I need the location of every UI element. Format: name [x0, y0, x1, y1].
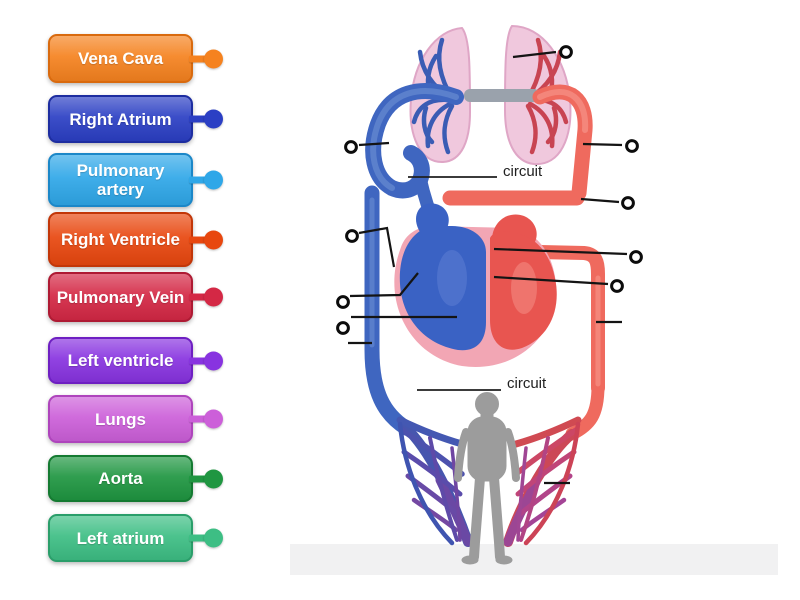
leader-lungs — [512, 50, 557, 59]
label-connector — [189, 415, 206, 423]
label-left-ventricle[interactable]: Left ventricle — [48, 337, 223, 384]
leader-right-atrium — [349, 272, 419, 298]
label-connector-dot — [204, 351, 223, 370]
silhouette-torso — [467, 416, 507, 482]
leader-left-atrium — [493, 247, 628, 256]
body-capillary-fans — [396, 416, 582, 547]
label-text: Pulmonary Vein — [56, 287, 185, 307]
label-connector-dot — [204, 49, 223, 68]
label-vena-cava[interactable]: Vena Cava — [48, 34, 223, 83]
drop-zone-right-atrium[interactable] — [336, 295, 350, 309]
right-capillary-fan — [503, 416, 582, 547]
leader-pulmonary-artery — [358, 141, 390, 147]
label-text: Pulmonary artery — [76, 161, 165, 199]
label-connector — [189, 115, 206, 123]
drop-zone-pulmonary-vein[interactable] — [621, 196, 635, 210]
right-atrium-bump — [415, 203, 449, 232]
silhouette-right-foot — [495, 555, 513, 565]
label-connector — [189, 176, 206, 184]
label-text: Lungs — [95, 409, 146, 429]
silhouette-left-leg — [469, 473, 485, 562]
label-left-atrium[interactable]: Left atrium — [48, 514, 223, 562]
label-right-atrium[interactable]: Right Atrium — [48, 95, 223, 143]
label-text: Aorta — [98, 469, 143, 488]
leader-left-ventricle — [493, 275, 609, 286]
label-lungs[interactable]: Lungs — [48, 395, 223, 443]
vein-highlight — [370, 88, 459, 191]
label-aorta[interactable]: Aorta — [48, 455, 223, 502]
label-connector — [189, 475, 206, 482]
label-text: Vena Cava — [77, 49, 164, 68]
label-text: Right Ventricle — [60, 230, 181, 249]
diagram-floor-band — [290, 544, 778, 575]
silhouette-left-foot — [461, 555, 479, 565]
leader-lines — [348, 50, 628, 485]
artery-highlight — [537, 89, 589, 133]
label-connector-dot — [204, 528, 223, 548]
leader-pulmonary-vein — [580, 197, 620, 204]
leader-aorta-upper — [582, 142, 623, 147]
heart-illustration — [394, 203, 557, 367]
silhouette-right-leg — [489, 473, 505, 562]
leader-vena-cava — [358, 226, 396, 268]
label-connector — [189, 236, 206, 243]
drop-zone-lungs[interactable] — [559, 45, 573, 59]
label-connector — [189, 55, 206, 62]
right-heart-highlight — [437, 250, 467, 306]
human-silhouette — [454, 392, 520, 565]
label-connector-dot — [204, 409, 223, 429]
label-connector-dot — [204, 109, 223, 129]
label-right-ventricle[interactable]: Right Ventricle — [48, 212, 223, 267]
label-connector-dot — [204, 170, 223, 190]
label-connector-dot — [204, 230, 223, 249]
drop-zone-left-ventricle[interactable] — [610, 279, 624, 293]
label-connector — [189, 534, 206, 542]
left-heart-highlight — [511, 262, 537, 314]
silhouette-right-arm — [504, 428, 520, 482]
drop-zones — [336, 45, 643, 335]
label-pulmonary-vein[interactable]: Pulmonary Vein — [48, 272, 223, 322]
label-connector-dot — [204, 469, 223, 488]
label-text: Left ventricle — [67, 351, 174, 370]
circuit-captions: circuit circuit — [408, 163, 547, 392]
pulmonary-circuit-text: circuit — [503, 163, 543, 180]
left-capillary-fan — [396, 416, 473, 547]
silhouette-left-arm — [454, 428, 470, 482]
label-text: Right Atrium — [69, 109, 172, 129]
label-text: Left atrium — [76, 528, 165, 548]
drop-zone-right-ventricle[interactable] — [336, 321, 350, 335]
trachea-bar — [464, 89, 540, 102]
label-connector — [189, 293, 206, 301]
systemic-circuit-text: circuit — [507, 375, 547, 392]
label-pulmonary-artery[interactable]: Pulmonary artery — [48, 153, 223, 207]
drop-zone-vena-cava[interactable] — [345, 229, 359, 243]
drop-zone-left-atrium[interactable] — [629, 250, 643, 264]
label-connector-dot — [204, 287, 223, 307]
drop-zone-aorta[interactable] — [625, 139, 639, 153]
label-connector — [189, 357, 206, 364]
drop-zone-pulmonary-artery[interactable] — [344, 140, 358, 154]
